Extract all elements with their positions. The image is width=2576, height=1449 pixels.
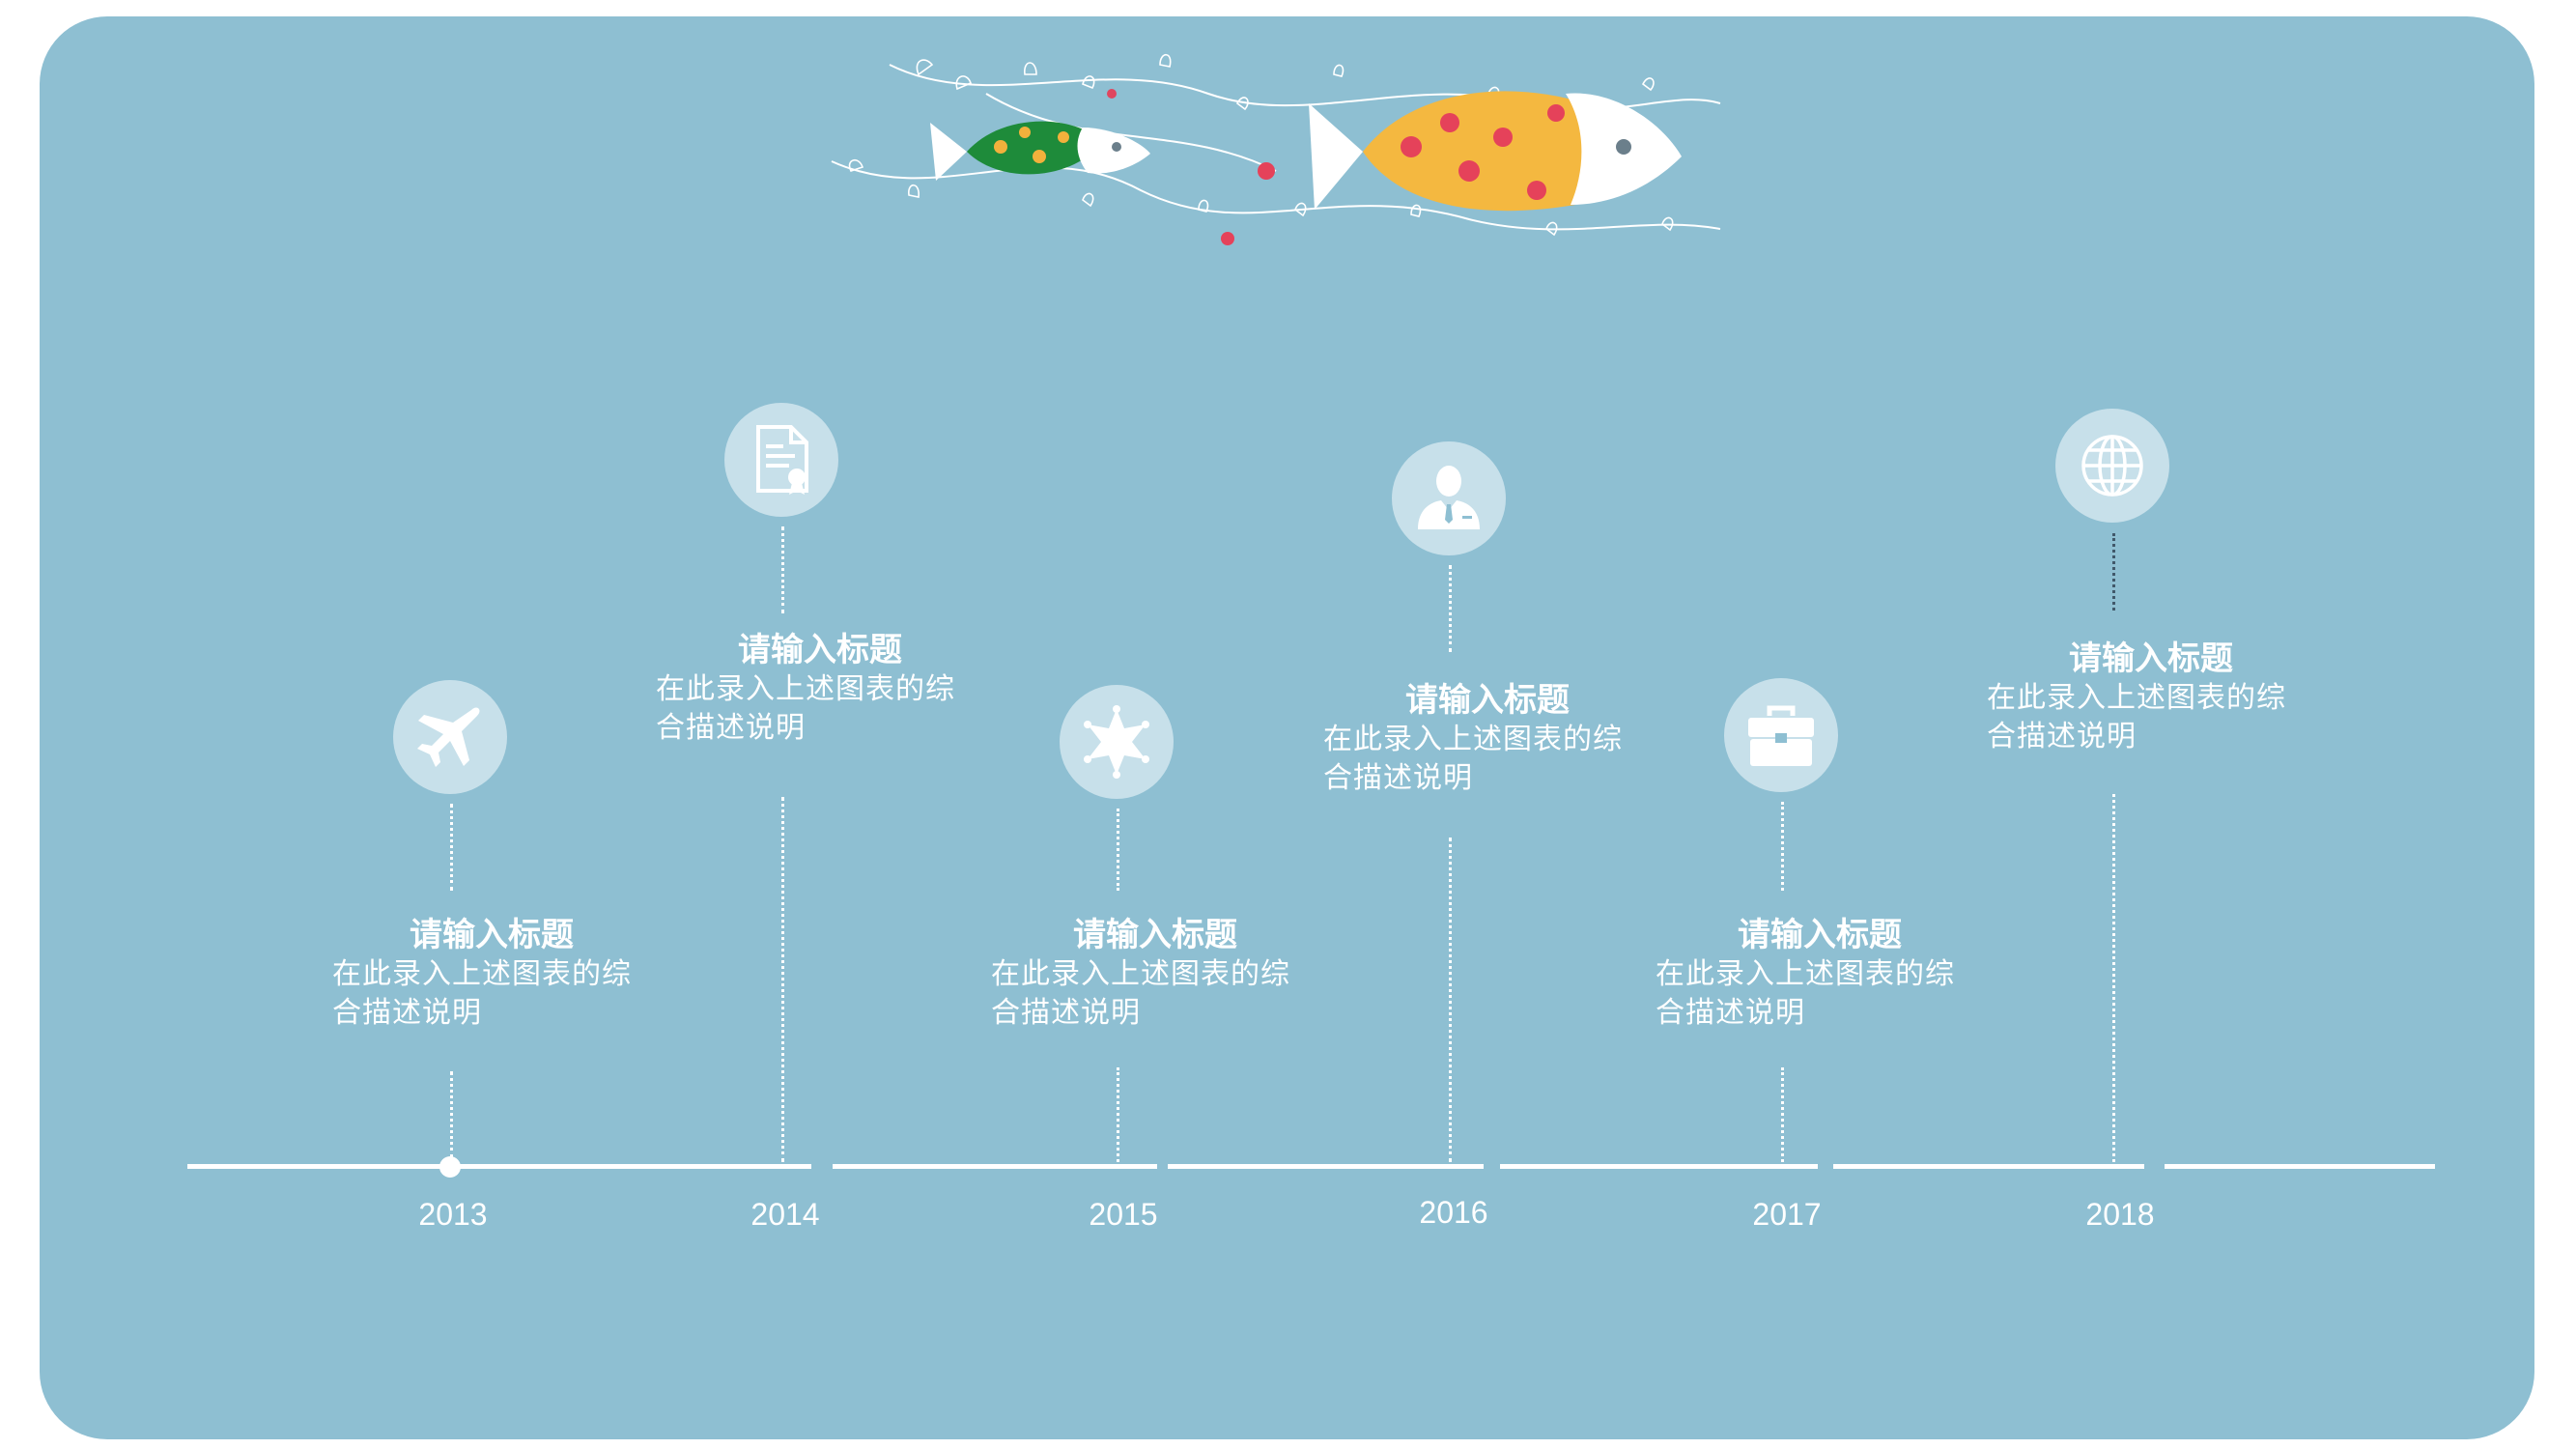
item-title: 请输入标题 <box>1073 916 1237 954</box>
item-description: 在此录入上述图表的综 合描述说明 <box>991 955 1319 1033</box>
year-label: 2013 <box>418 1197 488 1232</box>
globe-icon <box>2055 409 2169 523</box>
item-title: 请输入标题 <box>410 916 574 954</box>
timeline-connector <box>781 797 784 1162</box>
description-line: 在此录入上述图表的综 <box>1656 957 1955 991</box>
sheriff-star-icon <box>1060 685 1174 799</box>
item-title: 请输入标题 <box>738 631 902 669</box>
timeline-connector <box>2112 794 2115 1162</box>
timeline-connector <box>1449 838 1452 1162</box>
timeline-axis-segment <box>1168 1164 1484 1169</box>
certificate-document-icon <box>724 403 838 517</box>
timeline-axis-segment <box>1500 1164 1818 1169</box>
item-title: 请输入标题 <box>2069 639 2233 678</box>
item-description: 在此录入上述图表的综 合描述说明 <box>1323 721 1652 798</box>
description-line: 合描述说明 <box>1656 996 1805 1030</box>
year-label: 2016 <box>1419 1195 1488 1230</box>
fish-illustration <box>831 53 1721 245</box>
airplane-icon <box>393 680 507 794</box>
briefcase-icon <box>1724 678 1838 792</box>
year-label: 2015 <box>1089 1197 1158 1232</box>
description-line: 在此录入上述图表的综 <box>1987 681 2286 715</box>
timeline-connector <box>1117 809 1119 891</box>
item-description: 在此录入上述图表的综 合描述说明 <box>1987 679 2315 756</box>
description-line: 在此录入上述图表的综 <box>991 957 1290 991</box>
timeline-connector <box>1449 565 1452 652</box>
timeline-axis-segment <box>833 1164 1157 1169</box>
timeline-connector <box>450 1071 453 1158</box>
description-line: 合描述说明 <box>991 996 1141 1030</box>
slide-card: 请输入标题 在此录入上述图表的综 合描述说明 2013 请输入标题 在此录入上述… <box>40 16 2534 1439</box>
timeline-axis-segment <box>1833 1164 2144 1169</box>
timeline-connector <box>1117 1067 1119 1162</box>
description-line: 在此录入上述图表的综 <box>656 672 955 706</box>
timeline-axis-segment <box>2165 1164 2435 1169</box>
timeline-connector <box>781 526 784 613</box>
description-line: 在此录入上述图表的综 <box>332 957 632 991</box>
item-description: 在此录入上述图表的综 合描述说明 <box>1656 955 1984 1033</box>
businessman-icon <box>1392 441 1506 555</box>
description-line: 合描述说明 <box>1987 720 2137 753</box>
description-line: 在此录入上述图表的综 <box>1323 723 1623 756</box>
item-title: 请输入标题 <box>1405 681 1570 720</box>
timeline-axis-segment <box>187 1164 811 1169</box>
description-line: 合描述说明 <box>1323 761 1473 795</box>
timeline-connector <box>1781 802 1784 891</box>
timeline-connector <box>2112 533 2115 611</box>
item-title: 请输入标题 <box>1738 916 1902 954</box>
description-line: 合描述说明 <box>332 996 482 1030</box>
year-label: 2018 <box>2085 1197 2155 1232</box>
item-description: 在此录入上述图表的综 合描述说明 <box>332 955 661 1033</box>
year-label: 2017 <box>1752 1197 1822 1232</box>
timeline-connector <box>1781 1067 1784 1162</box>
timeline-connector <box>450 804 453 891</box>
item-description: 在此录入上述图表的综 合描述说明 <box>656 670 984 748</box>
description-line: 合描述说明 <box>656 711 806 745</box>
timeline-marker <box>439 1156 461 1178</box>
year-label: 2014 <box>750 1197 820 1232</box>
